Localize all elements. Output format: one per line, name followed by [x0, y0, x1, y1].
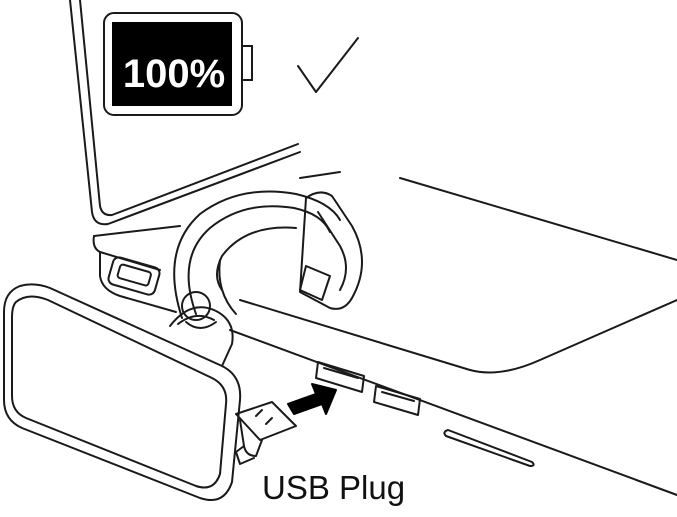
card-slot	[443, 429, 535, 467]
usb-plug	[235, 401, 297, 465]
usb-plug-caption: USB Plug	[262, 469, 406, 506]
usb-port-2	[373, 385, 421, 416]
carabiner-hook	[173, 190, 363, 319]
hook-anchor	[181, 291, 217, 329]
laptop-screen	[69, 0, 301, 226]
battery-percent-label: 100%	[122, 51, 226, 96]
usb-port-1	[315, 361, 365, 393]
battery-terminal	[241, 45, 253, 81]
power-bank	[3, 283, 242, 501]
laptop-left-port	[107, 256, 161, 296]
checkmark-icon	[297, 37, 359, 93]
insert-arrow-icon	[287, 383, 337, 415]
laptop-base	[92, 171, 677, 496]
battery-level-bar	[112, 22, 232, 106]
battery-indicator	[103, 12, 253, 116]
